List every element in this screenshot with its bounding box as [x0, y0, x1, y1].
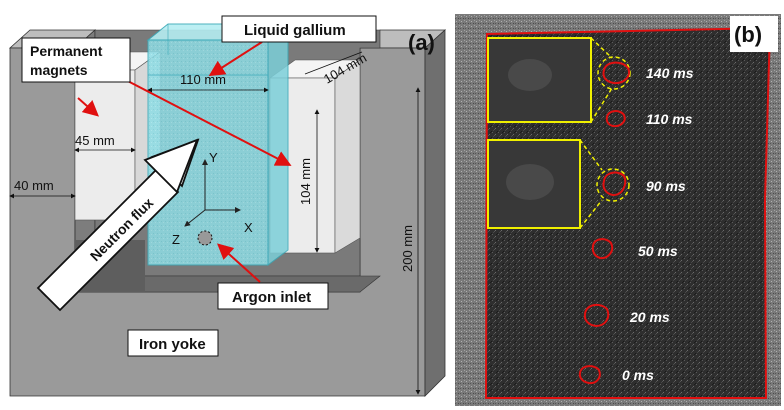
svg-text:Permanent: Permanent	[30, 43, 103, 59]
panel-b-tag: (b)	[734, 22, 762, 47]
axis-y-label: Y	[209, 150, 218, 165]
time-label: 110 ms	[646, 111, 693, 127]
panel-b: 140 ms 110 ms 90 ms 50 ms 20 ms 0 ms (b)	[455, 14, 781, 406]
gallium-container	[146, 22, 290, 266]
time-label: 0 ms	[622, 367, 654, 383]
panel-a: Y X Z Neutron flux 110 mm 104 mm 104 mm …	[8, 15, 447, 397]
bubble-140ms	[602, 61, 630, 85]
time-labels: 140 ms 110 ms 90 ms 50 ms 20 ms 0 ms	[622, 65, 694, 383]
coordinate-axes: Y X Z	[172, 150, 253, 247]
dim-110mm: 110 mm	[180, 72, 226, 87]
time-label: 140 ms	[646, 65, 694, 81]
bubbles	[578, 61, 630, 385]
dim-45mm: 45 mm	[75, 133, 115, 148]
bubble-50ms	[591, 238, 614, 260]
pointer-arrows	[77, 41, 292, 283]
time-label: 90 ms	[646, 178, 686, 194]
svg-text:Iron yoke: Iron yoke	[139, 336, 206, 353]
dim-200mm: 200 mm	[400, 225, 415, 272]
svg-text:Liquid gallium: Liquid gallium	[244, 22, 346, 39]
axis-x-label: X	[244, 220, 253, 235]
svg-text:magnets: magnets	[30, 62, 88, 78]
svg-text:Argon inlet: Argon inlet	[232, 289, 311, 306]
panel-a-tag: (a)	[408, 30, 435, 55]
dim-104mm-height: 104 mm	[298, 158, 313, 205]
bubble-20ms	[583, 303, 610, 328]
label-permanent-magnets: Permanent magnets	[21, 37, 131, 83]
argon-inlet-hole	[197, 230, 213, 246]
panel-b-tag-box	[730, 16, 778, 52]
bubble-90ms	[602, 171, 627, 197]
label-argon-inlet: Argon inlet	[217, 282, 329, 310]
inset-upper	[487, 37, 631, 123]
bubble-110ms	[605, 110, 626, 128]
time-label: 20 ms	[629, 309, 670, 325]
label-liquid-gallium: Liquid gallium	[221, 15, 377, 43]
dim-40mm: 40 mm	[14, 178, 54, 193]
label-iron-yoke: Iron yoke	[127, 329, 219, 357]
bubble-0ms	[578, 365, 601, 385]
axis-z-label: Z	[172, 232, 180, 247]
inset-lower	[487, 139, 630, 229]
time-label: 50 ms	[638, 243, 678, 259]
